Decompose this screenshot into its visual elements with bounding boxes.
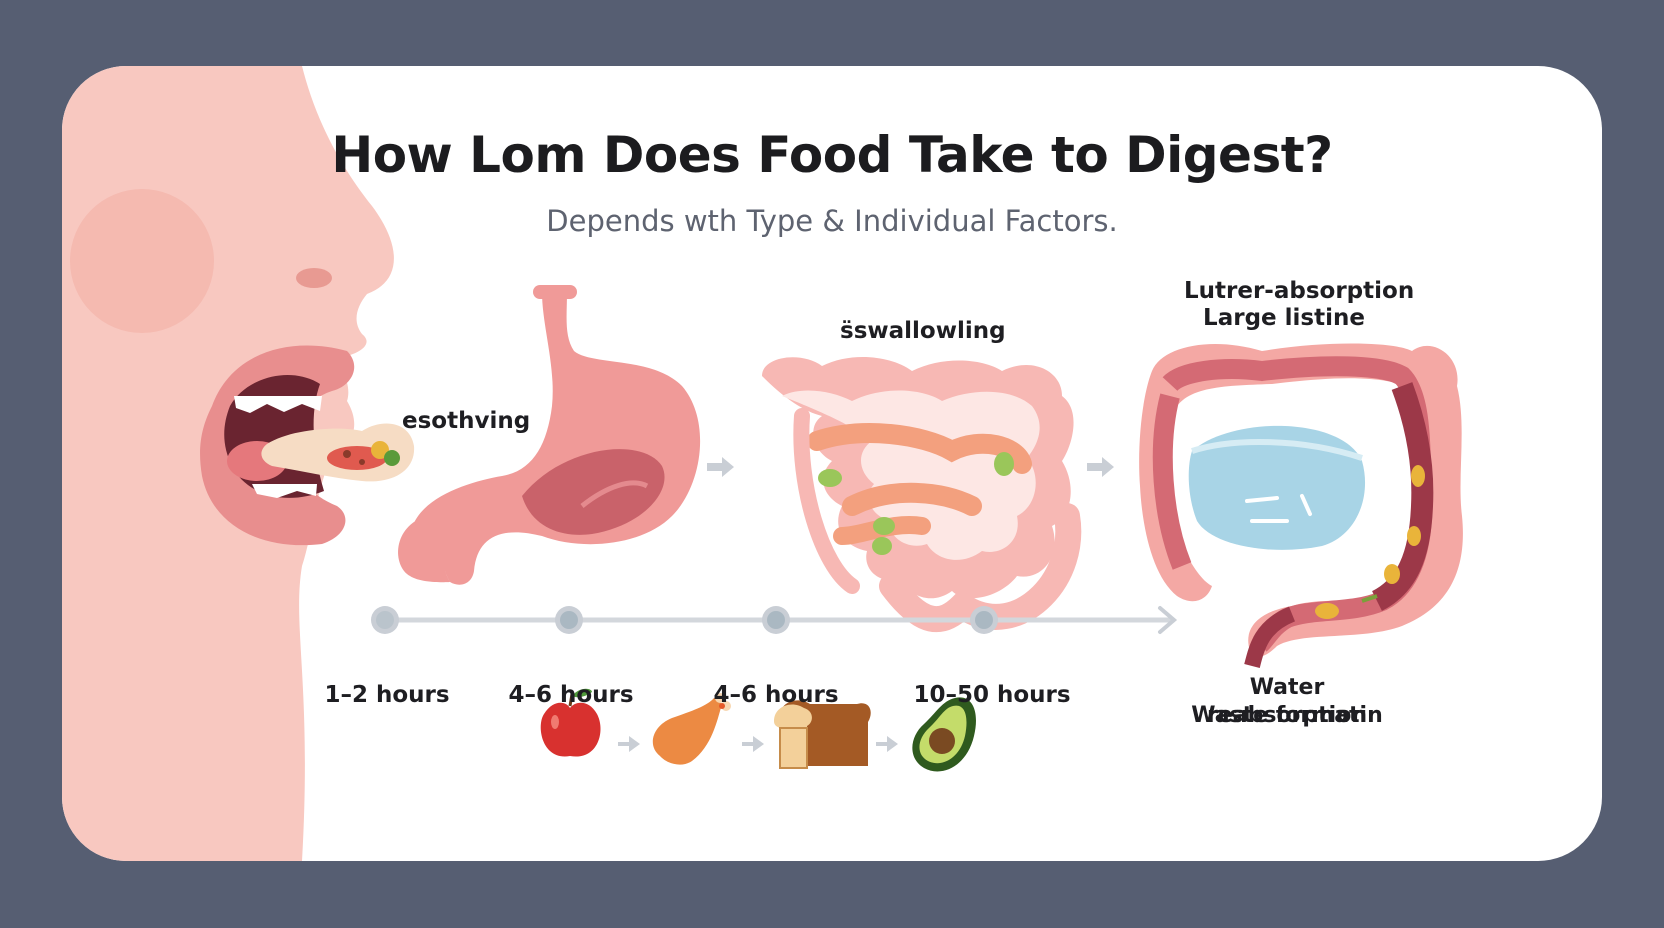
apple-icon	[540, 688, 601, 757]
mouth-stage-label: esothving	[402, 408, 531, 434]
page-subtitle: Depends wth Type & Individual Factors.	[546, 204, 1118, 238]
chicken-leg-icon	[652, 693, 731, 765]
bread-icon	[774, 700, 871, 769]
stomach-icon	[398, 285, 701, 585]
small-intestine-icon	[762, 356, 1082, 633]
time-label: 4–6 hours	[508, 682, 634, 708]
arrow-right-icon	[618, 736, 640, 752]
absorption-label: Lutrer-absorption	[1184, 278, 1415, 304]
cheek-blush	[70, 189, 214, 333]
illustration-layer	[62, 66, 1463, 861]
page-title: How Lom Does Food Take to Digest?	[331, 126, 1333, 184]
nostril	[296, 268, 332, 288]
avocado-icon	[912, 697, 976, 772]
waste-formation-note: Waste formatin	[1191, 703, 1383, 728]
arrow-right-icon	[876, 736, 898, 752]
time-label: 1–2 hours	[324, 682, 450, 708]
water-reabsorption-note: Water reabsorption	[1206, 675, 1367, 728]
food-bite-icon	[261, 423, 415, 482]
timeline-track	[371, 606, 1178, 634]
large-intestine-label: Large listine	[1203, 305, 1365, 331]
arrow-right-icon	[707, 457, 1114, 477]
time-label: 10–50 hours	[913, 682, 1071, 708]
infographic-card: How Lom Does Food Take to Digest? Depend…	[62, 66, 1602, 861]
time-label: 4–6 hours	[713, 682, 839, 708]
arrow-right-icon	[742, 736, 764, 752]
intestine-stage-label: s̈swallowling	[840, 318, 1006, 344]
large-intestine-icon	[1139, 343, 1463, 668]
